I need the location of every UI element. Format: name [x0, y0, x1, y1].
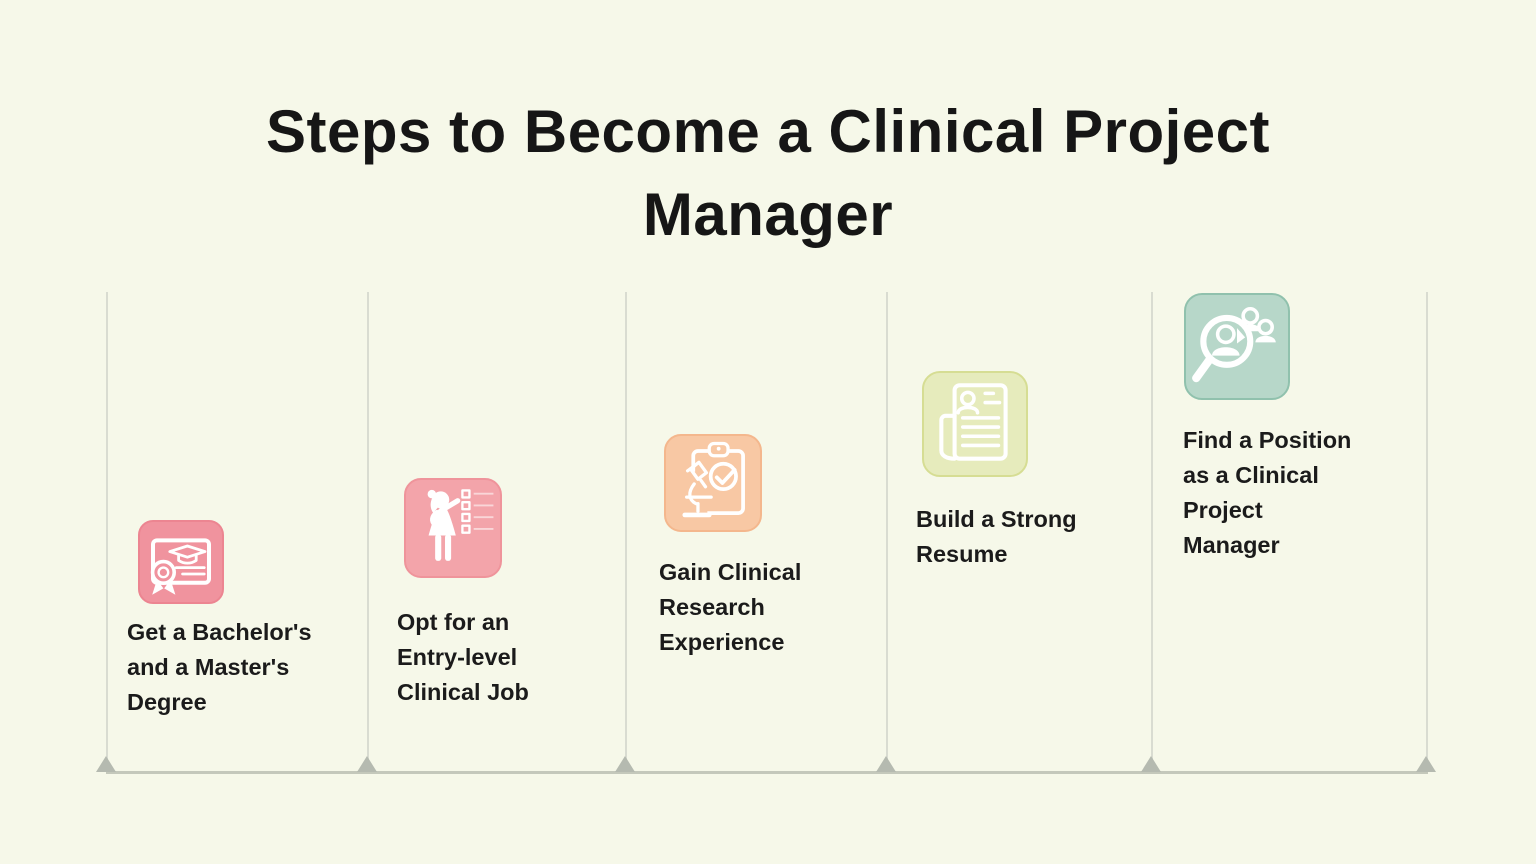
step-label: Find a Position as a Clinical Project Ma…	[1183, 427, 1352, 558]
timeline-marker-icon	[876, 756, 896, 772]
column-divider	[886, 292, 888, 772]
step-label: Build a Strong Resume	[916, 506, 1077, 567]
people-search-icon	[1184, 293, 1290, 400]
timeline-marker-icon	[96, 756, 116, 772]
resume-icon	[922, 371, 1028, 477]
timeline-marker-icon	[1141, 756, 1161, 772]
timeline-axis	[106, 771, 1428, 774]
timeline-marker-icon	[1416, 756, 1436, 772]
clipboard-microscope-icon	[664, 434, 762, 532]
step-label: Opt for an Entry-level Clinical Job	[397, 609, 529, 705]
column-divider	[1426, 292, 1428, 772]
presenter-checklist-icon	[404, 478, 502, 578]
step-label: Get a Bachelor's and a Master's Degree	[127, 619, 312, 715]
step-label: Gain Clinical Research Experience	[659, 559, 802, 655]
timeline-marker-icon	[615, 756, 635, 772]
timeline-marker-icon	[357, 756, 377, 772]
certificate-icon	[138, 520, 224, 604]
column-divider	[1151, 292, 1153, 772]
column-divider	[625, 292, 627, 772]
column-divider	[367, 292, 369, 772]
column-divider	[106, 292, 108, 772]
page-title: Steps to Become a Clinical Project Manag…	[266, 98, 1270, 248]
